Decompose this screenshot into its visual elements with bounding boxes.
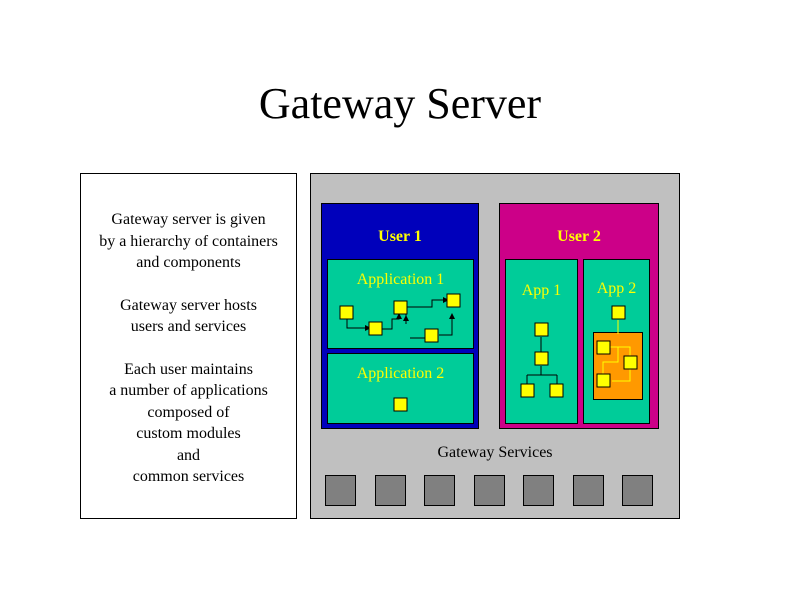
- module-square: [611, 305, 626, 320]
- module-squares: [339, 293, 638, 412]
- description-box: Gateway server is given by a hierarchy o…: [80, 173, 297, 519]
- description-para-1: Gateway server is given by a hierarchy o…: [99, 211, 278, 271]
- service-box: [573, 475, 604, 506]
- module-square: [368, 321, 383, 336]
- module-square: [549, 383, 564, 398]
- user-1-application-1-label: Application 1: [356, 271, 445, 288]
- module-square: [596, 373, 611, 388]
- module-square: [623, 355, 638, 370]
- app-1-tree-connectors: [526, 337, 558, 384]
- service-box: [622, 475, 653, 506]
- user-1-application-2: [327, 353, 474, 424]
- module-square: [520, 383, 535, 398]
- service-box: [474, 475, 505, 506]
- service-box: [523, 475, 554, 506]
- module-square: [393, 300, 408, 315]
- user-1-label: User 1: [378, 228, 422, 245]
- module-square: [534, 351, 549, 366]
- gateway-services-label: Gateway Services: [437, 444, 553, 461]
- page-title: Gateway Server: [258, 79, 542, 128]
- user-2-app-2-label: App 2: [596, 280, 637, 297]
- module-square: [339, 305, 354, 320]
- module-square: [424, 328, 439, 343]
- user-2-app-1-label: App 1: [521, 282, 562, 299]
- app-2-connectors: [602, 320, 631, 382]
- module-square: [446, 293, 461, 308]
- module-square: [534, 322, 549, 337]
- description-para-2: Gateway server hosts users and services: [120, 296, 257, 336]
- module-square: [393, 397, 408, 412]
- service-box: [424, 475, 455, 506]
- service-box: [325, 475, 356, 506]
- description-para-3: Each user maintains a number of applicat…: [109, 360, 268, 486]
- user-1-application-2-label: Application 2: [356, 365, 445, 382]
- module-square: [596, 340, 611, 355]
- service-box: [375, 475, 406, 506]
- user-2-label: User 2: [557, 228, 601, 245]
